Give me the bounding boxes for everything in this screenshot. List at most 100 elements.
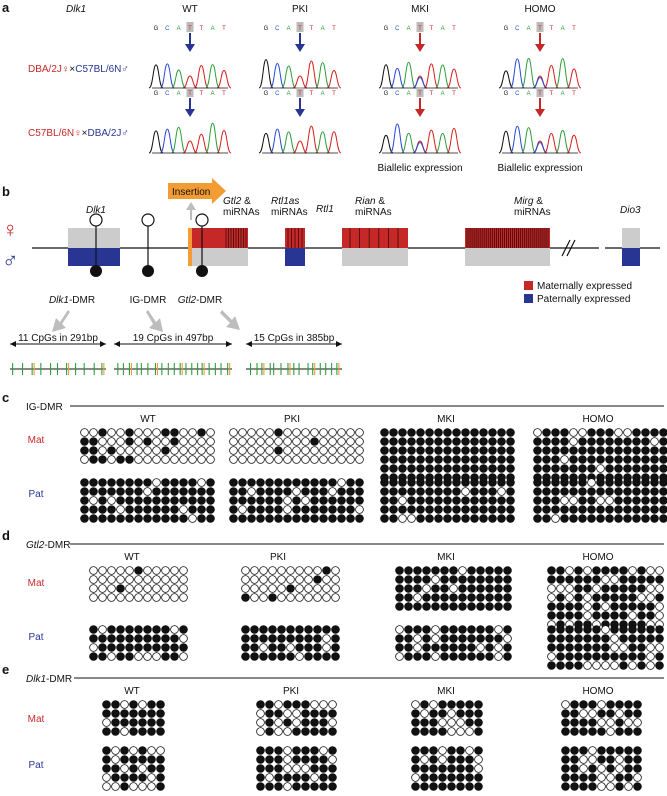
methylated-cpg bbox=[138, 718, 147, 727]
panel-d-row-pat: Pat bbox=[28, 632, 43, 643]
methylated-cpg bbox=[497, 437, 506, 446]
unmethylated-cpg bbox=[355, 428, 364, 437]
dlk1-dmr-lollipop bbox=[89, 213, 103, 277]
methylated-cpg bbox=[411, 782, 420, 791]
gene-label-dlk1: Dlk1 bbox=[86, 205, 106, 216]
panel-d-header-pki: PKI bbox=[270, 552, 286, 563]
methylated-cpg bbox=[274, 782, 283, 791]
unmethylated-cpg bbox=[259, 584, 268, 593]
methylated-cpg bbox=[102, 709, 111, 718]
methylated-cpg bbox=[624, 709, 633, 718]
unmethylated-cpg bbox=[547, 652, 556, 661]
methylated-cpg bbox=[89, 455, 98, 464]
methylated-cpg bbox=[641, 455, 650, 464]
methylated-cpg bbox=[268, 643, 277, 652]
methylated-cpg bbox=[301, 700, 310, 709]
chromatogram-peak bbox=[281, 131, 296, 154]
methylated-cpg bbox=[440, 584, 449, 593]
sequence-base: T bbox=[332, 26, 336, 32]
methylated-cpg bbox=[570, 718, 579, 727]
methylated-cpg bbox=[503, 602, 512, 611]
methylated-cpg bbox=[125, 487, 134, 496]
methylated-cpg bbox=[506, 446, 515, 455]
panel_c-grid-mat-mki bbox=[380, 428, 515, 482]
methylated-cpg bbox=[206, 478, 215, 487]
dio3-paternal-block bbox=[622, 248, 640, 266]
methylated-cpg bbox=[578, 437, 587, 446]
methylated-cpg bbox=[206, 496, 215, 505]
unmethylated-cpg bbox=[265, 437, 274, 446]
panel_d-grid-mat-homo bbox=[547, 566, 664, 629]
chromatogram-peak bbox=[148, 130, 164, 154]
unmethylated-cpg bbox=[319, 455, 328, 464]
unmethylated-cpg bbox=[601, 625, 610, 634]
methylated-cpg bbox=[107, 487, 116, 496]
methylated-cpg bbox=[389, 446, 398, 455]
methylated-cpg bbox=[465, 700, 474, 709]
unmethylated-cpg bbox=[107, 496, 116, 505]
methylated-cpg bbox=[488, 464, 497, 473]
cpg-map-ig bbox=[114, 363, 232, 375]
unmethylated-cpg bbox=[331, 575, 340, 584]
unmethylated-cpg bbox=[355, 437, 364, 446]
methylated-cpg bbox=[556, 652, 565, 661]
unmethylated-cpg bbox=[420, 755, 429, 764]
methylated-cpg bbox=[497, 455, 506, 464]
methylated-cpg bbox=[497, 478, 506, 487]
unmethylated-cpg bbox=[413, 643, 422, 652]
methylated-cpg bbox=[470, 487, 479, 496]
unmethylated-cpg bbox=[569, 428, 578, 437]
methylated-cpg bbox=[488, 478, 497, 487]
methylated-cpg bbox=[533, 514, 542, 523]
methylated-cpg bbox=[547, 566, 556, 575]
sequence-base: T bbox=[429, 91, 433, 97]
methylated-cpg bbox=[102, 727, 111, 736]
methylated-cpg bbox=[161, 634, 170, 643]
methylated-cpg bbox=[256, 496, 265, 505]
methylated-cpg bbox=[265, 755, 274, 764]
unmethylated-cpg bbox=[346, 428, 355, 437]
highlighted-base bbox=[536, 87, 544, 97]
unmethylated-cpg bbox=[322, 575, 331, 584]
unmethylated-cpg bbox=[610, 634, 619, 643]
unmethylated-cpg bbox=[292, 718, 301, 727]
unmethylated-cpg bbox=[407, 514, 416, 523]
methylated-cpg bbox=[506, 428, 515, 437]
methylated-cpg bbox=[170, 437, 179, 446]
methylated-cpg bbox=[556, 575, 565, 584]
rian-maternal-block bbox=[342, 228, 408, 248]
methylated-cpg bbox=[319, 709, 328, 718]
methylated-cpg bbox=[605, 437, 614, 446]
unmethylated-cpg bbox=[256, 709, 265, 718]
dlk1-maternal-block bbox=[68, 228, 120, 248]
methylated-cpg bbox=[628, 575, 637, 584]
methylated-cpg bbox=[274, 478, 283, 487]
methylated-cpg bbox=[533, 487, 542, 496]
methylated-cpg bbox=[147, 709, 156, 718]
methylated-cpg bbox=[313, 575, 322, 584]
methylated-cpg bbox=[578, 464, 587, 473]
methylated-cpg bbox=[646, 634, 655, 643]
methylated-cpg bbox=[152, 634, 161, 643]
methylated-cpg bbox=[265, 718, 274, 727]
unmethylated-cpg bbox=[301, 446, 310, 455]
mirg-maternal-block bbox=[465, 228, 550, 248]
unmethylated-cpg bbox=[337, 478, 346, 487]
methylated-cpg bbox=[596, 446, 605, 455]
methylated-cpg bbox=[380, 464, 389, 473]
methylated-cpg bbox=[655, 661, 664, 670]
unmethylated-cpg bbox=[583, 602, 592, 611]
methylated-cpg bbox=[116, 496, 125, 505]
methylated-cpg bbox=[597, 746, 606, 755]
methylated-cpg bbox=[628, 634, 637, 643]
methylated-cpg bbox=[120, 755, 129, 764]
methylated-cpg bbox=[416, 514, 425, 523]
unmethylated-cpg bbox=[606, 782, 615, 791]
unmethylated-cpg bbox=[655, 643, 664, 652]
methylated-cpg bbox=[143, 437, 152, 446]
methylated-cpg bbox=[389, 437, 398, 446]
methylated-cpg bbox=[319, 505, 328, 514]
methylated-cpg bbox=[574, 643, 583, 652]
unmethylated-cpg bbox=[606, 718, 615, 727]
